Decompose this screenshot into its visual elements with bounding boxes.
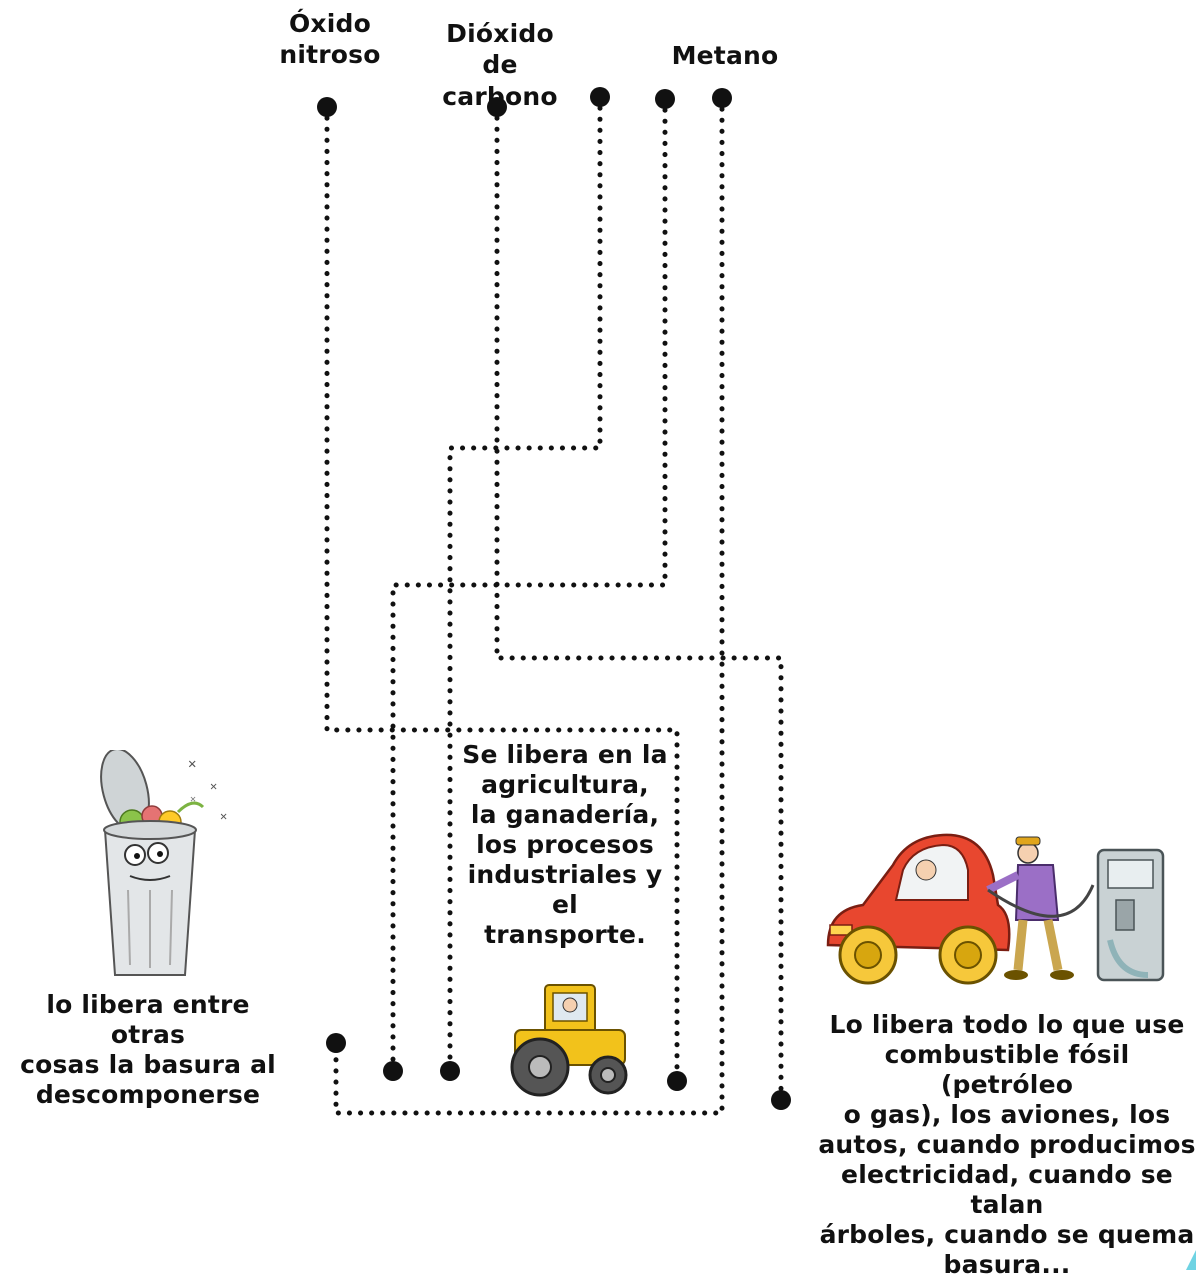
tractor-icon xyxy=(500,975,635,1105)
svg-text:✕: ✕ xyxy=(210,779,217,793)
svg-text:✕: ✕ xyxy=(190,794,196,805)
trash-can-icon: ✕ ✕ ✕ ✕ xyxy=(70,750,245,985)
wire-methane xyxy=(333,95,725,1116)
wire-carbon-dioxide xyxy=(494,104,784,1103)
end-dot-agriculture xyxy=(667,1071,687,1091)
garbage-description: lo libera entre otras cosas la basura al… xyxy=(20,990,276,1109)
start-dot-3 xyxy=(590,87,610,107)
end-dot-1 xyxy=(383,1061,403,1081)
agriculture-description: Se libera en la agricultura, la ganaderí… xyxy=(462,740,668,949)
end-dot-garbage xyxy=(326,1033,346,1053)
wire-4 xyxy=(390,96,668,1074)
start-dot-nitrous-oxide xyxy=(317,97,337,117)
start-dot-methane xyxy=(712,88,732,108)
end-dot-fossil-fuels xyxy=(771,1090,791,1110)
wire-3 xyxy=(447,94,603,1074)
svg-text:✕: ✕ xyxy=(188,756,196,772)
svg-text:✕: ✕ xyxy=(220,809,227,823)
end-dot-2 xyxy=(440,1061,460,1081)
nitrous-oxide-label: Óxido nitroso xyxy=(279,9,381,70)
start-dot-carbon-dioxide xyxy=(487,97,507,117)
methane-label: Metano xyxy=(671,41,779,70)
car-at-gas-pump-icon xyxy=(818,825,1196,1000)
wire-nitrous-oxide xyxy=(324,104,680,1083)
page-corner-decoration xyxy=(1186,1250,1196,1270)
fossil-fuels-description: Lo libera todo lo que use combustible fó… xyxy=(818,1010,1196,1279)
start-dot-4 xyxy=(655,89,675,109)
